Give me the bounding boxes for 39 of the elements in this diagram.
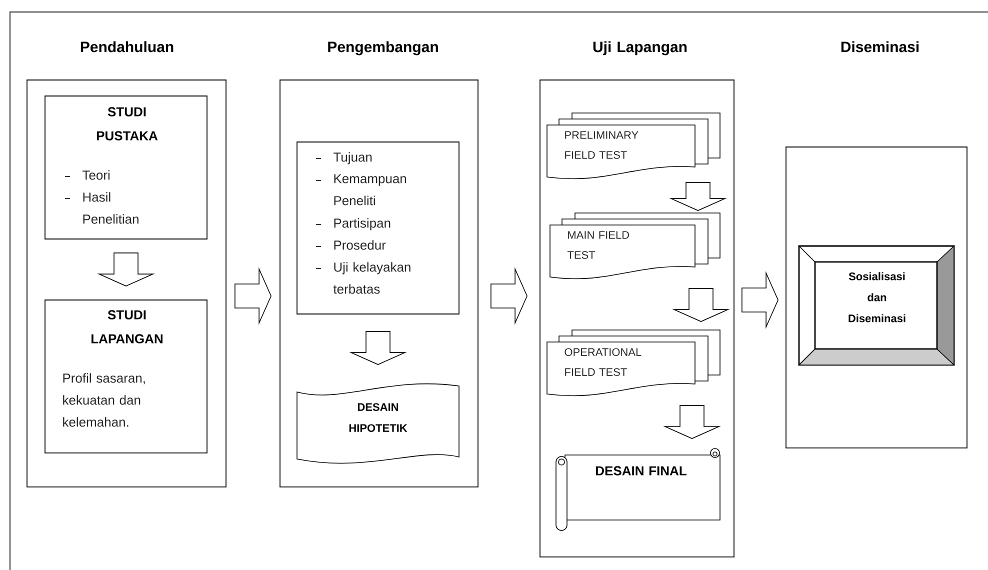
box-label: PRELIMINARY FIELD TEST bbox=[565, 131, 638, 159]
process-box bbox=[44, 96, 208, 240]
body-text: Profil sasaran, kekuatan dan kelemahan. bbox=[63, 373, 145, 427]
list-item: Hasil Penelitian bbox=[64, 192, 138, 224]
column-box bbox=[786, 146, 968, 448]
block-arrow bbox=[669, 182, 727, 211]
list-item: Kemampuan Peneliti bbox=[316, 174, 406, 206]
box-label: OPERATIONAL FIELD TEST bbox=[564, 348, 642, 376]
block-arrow bbox=[97, 252, 155, 286]
banner-shape bbox=[296, 383, 460, 464]
column-heading: Pengembangan bbox=[328, 41, 438, 56]
block-arrow bbox=[742, 271, 778, 329]
list-item: Tujuan bbox=[316, 152, 372, 164]
block-arrow bbox=[672, 288, 730, 322]
box-label: Sosialisasi dan Diseminasi bbox=[848, 272, 906, 322]
list-item: Partisipan bbox=[316, 218, 390, 230]
process-box bbox=[296, 142, 460, 314]
box-heading: STUDI LAPANGAN bbox=[92, 310, 162, 344]
box-label: DESAIN HIPOTETIK bbox=[349, 403, 408, 432]
block-arrow bbox=[234, 267, 272, 325]
column-box bbox=[26, 41, 226, 488]
column-box bbox=[540, 41, 734, 558]
block-arrow bbox=[349, 331, 407, 365]
bevel-box bbox=[798, 245, 955, 366]
box-heading: STUDI PUSTAKA bbox=[96, 107, 158, 140]
block-arrow bbox=[490, 267, 528, 325]
column-heading: Uji Lapangan bbox=[593, 41, 687, 56]
column-heading: Pendahuluan bbox=[80, 41, 174, 52]
document-stack bbox=[550, 212, 720, 280]
box-label: MAIN FIELD TEST bbox=[567, 231, 630, 259]
process-box bbox=[44, 300, 208, 454]
block-arrow bbox=[663, 405, 721, 439]
list-item: Teori bbox=[64, 170, 110, 180]
column-box bbox=[280, 41, 478, 488]
document-stack bbox=[546, 330, 720, 396]
column-heading: Diseminasi bbox=[841, 41, 919, 52]
list-item: Uji kelayakan terbatas bbox=[316, 262, 410, 294]
list-item: Prosedur bbox=[316, 240, 386, 250]
document-stack bbox=[546, 112, 720, 180]
